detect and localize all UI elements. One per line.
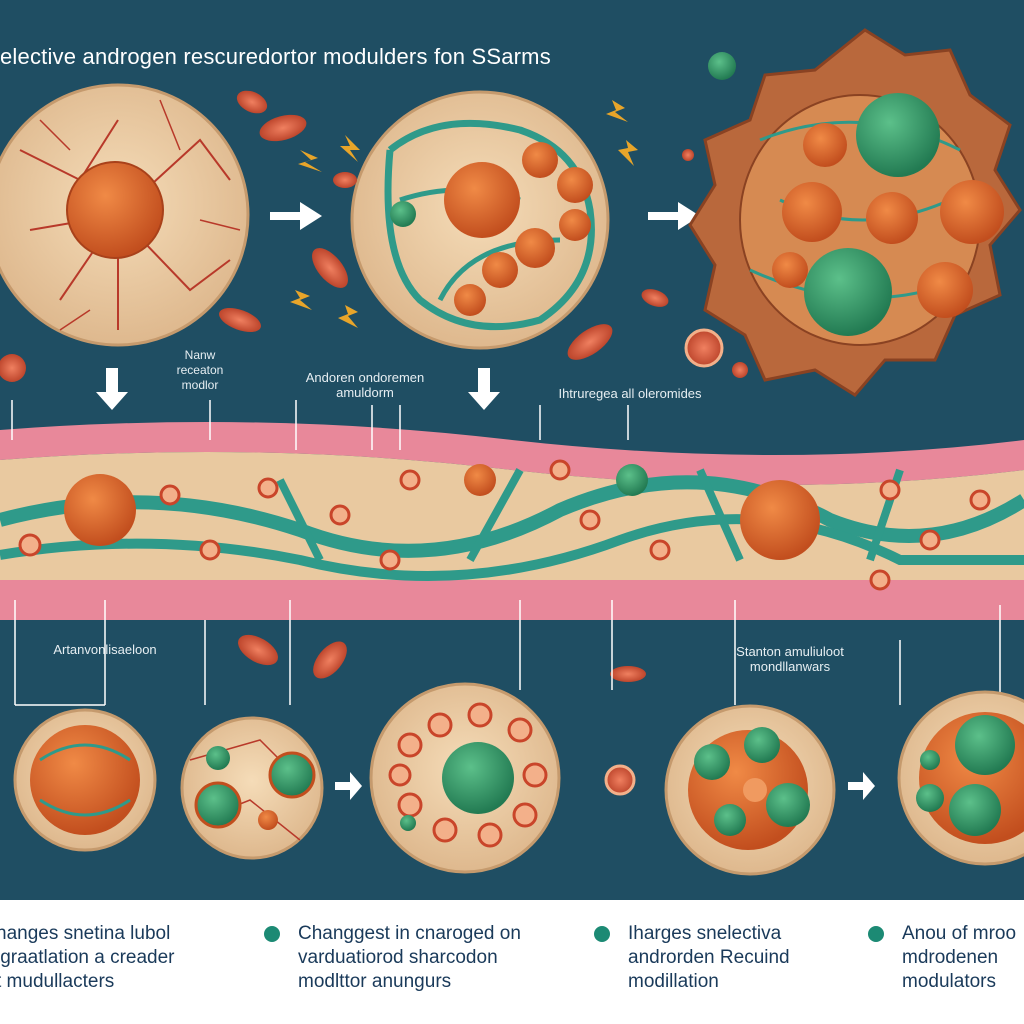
arrow-down-1	[96, 368, 128, 410]
pointer-lines	[11, 400, 1001, 706]
label-right-mid: Ihtruregea all oleromides	[558, 386, 702, 401]
diagram-scene: elective androgen rescuredortor modulder…	[0, 0, 1024, 900]
caption-bullet-icon	[264, 926, 280, 942]
tumor-cluster-large	[688, 28, 1022, 397]
caption-1: nanges snetina lubol igraatlation a crea…	[0, 923, 175, 992]
arrow-right-3	[335, 772, 362, 800]
page-title: elective androgen rescuredortor modulder…	[0, 44, 551, 69]
caption-3: Iharges snelectiva androrden Recuind mod…	[594, 922, 790, 994]
caption-bullet-icon	[594, 926, 610, 942]
label-center-mid: Andoren ondoremen amuldorm	[305, 370, 425, 400]
bottom-cell-2	[180, 716, 324, 860]
tissue-circle-2	[350, 90, 610, 350]
arrow-right-1	[270, 202, 322, 230]
tissue-band	[0, 422, 1024, 620]
bottom-cell-5	[897, 690, 1024, 866]
caption-4: Anou of mroo mdrodenen modulators	[868, 922, 1016, 994]
caption-bullet-icon	[868, 926, 884, 942]
arrow-right-2	[648, 202, 700, 230]
label-lower-right: Stanton amuliuloot mondllanwars	[736, 644, 844, 674]
tissue-circle-1	[0, 83, 250, 347]
lightning-sparks	[290, 100, 638, 328]
label-left-mid: Nanw receaton modlor	[176, 348, 224, 392]
caption-2: Changgest in cnaroged on varduatiorod sh…	[264, 922, 521, 994]
label-lower-left: Artanvonlisaeloon	[53, 642, 157, 657]
bottom-cell-3	[369, 682, 561, 874]
bottom-cell-4	[664, 704, 836, 876]
arrow-right-4	[848, 772, 875, 800]
bottom-cell-1	[13, 708, 157, 852]
red-blood-cells	[0, 90, 748, 796]
caption-strip: nanges snetina lubol igraatlation a crea…	[0, 900, 1024, 1024]
arrow-down-2	[468, 368, 500, 410]
diagram-artwork	[0, 28, 1024, 876]
